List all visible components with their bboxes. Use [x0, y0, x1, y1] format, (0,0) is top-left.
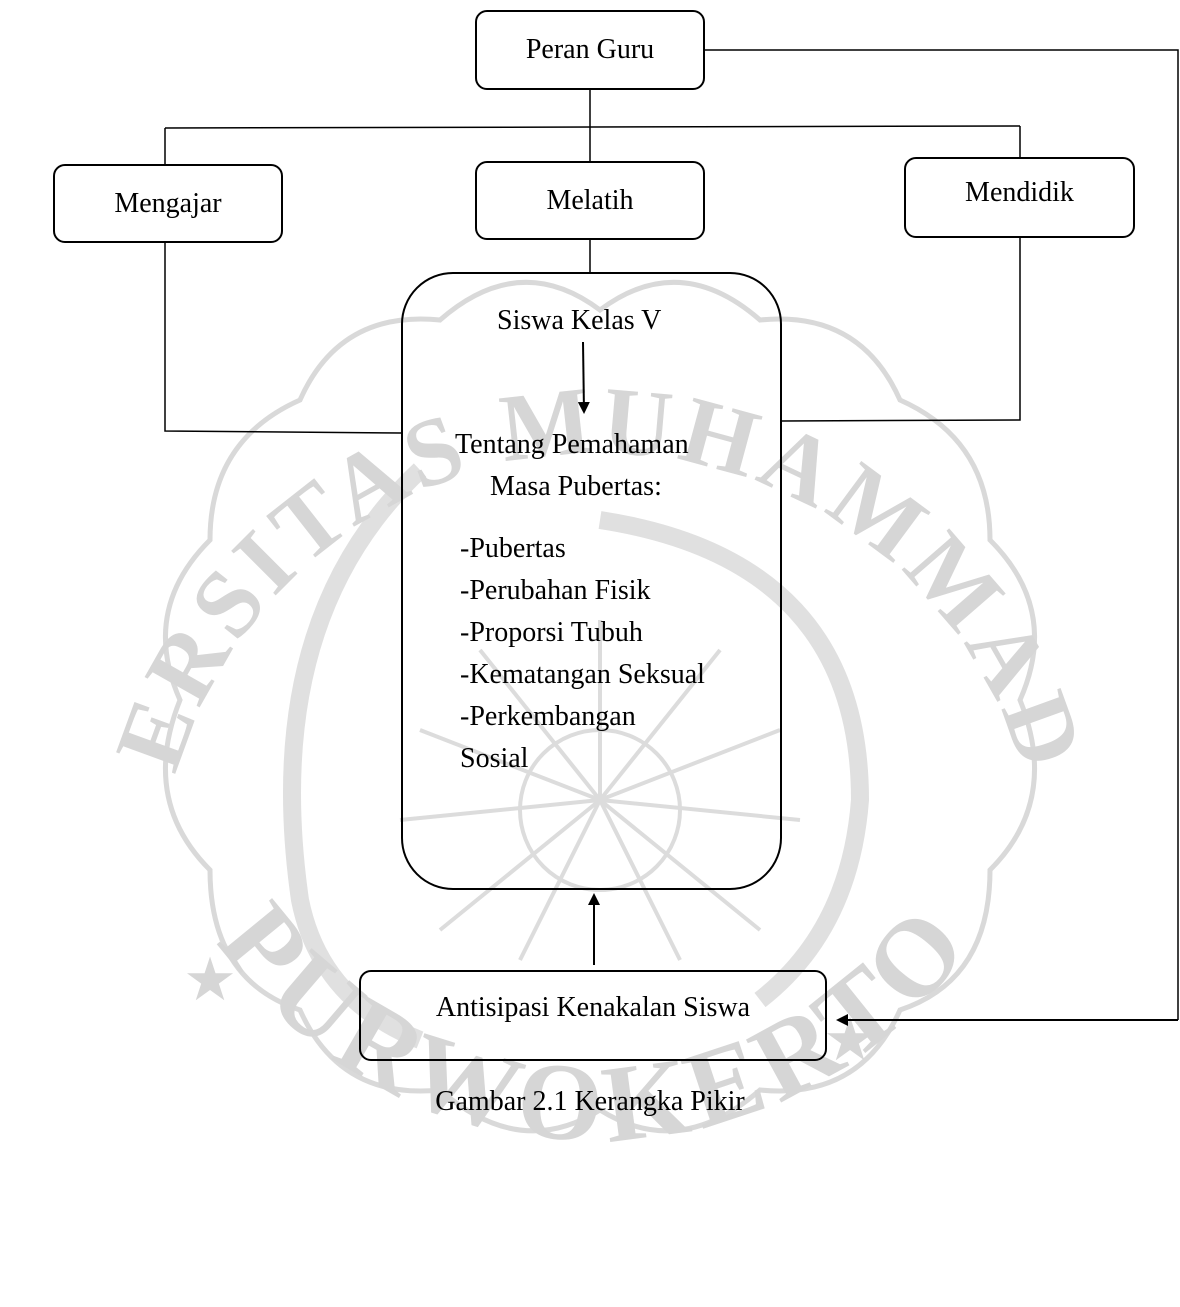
mendidik-label: Mendidik	[965, 177, 1074, 208]
mengajar-label: Mengajar	[114, 187, 222, 219]
peran-guru-box: Peran Guru	[475, 10, 705, 90]
arrow-subject-to-topic	[577, 341, 590, 414]
list-item: -Perubahan Fisik	[460, 575, 651, 606]
list-item: -Proporsi Tubuh	[460, 617, 643, 648]
list-item: Sosial	[460, 743, 529, 774]
topic-line-1: Tentang Pemahaman	[455, 429, 689, 460]
antisipasi-label: Antisipasi Kenakalan Siswa	[435, 992, 751, 1023]
line-right-loop	[705, 49, 1179, 1020]
seal-border	[162, 279, 1038, 1134]
siswa-center-box	[401, 272, 782, 890]
star-left-icon: ★	[183, 945, 237, 1015]
topic-line-2: Masa Pubertas:	[490, 471, 662, 502]
laurel-left	[283, 463, 427, 1049]
topic-list: -Pubertas -Perubahan Fisik -Proporsi Tub…	[460, 528, 705, 780]
seal-center	[518, 728, 682, 892]
antisipasi-box: Antisipasi Kenakalan Siswa	[359, 970, 827, 1061]
list-item: -Pubertas	[460, 533, 566, 564]
melatih-box: Melatih	[475, 161, 705, 240]
star-right-icon: ★	[823, 1005, 877, 1075]
mendidik-box: Mendidik	[904, 157, 1135, 238]
line-horizontal-bar	[164, 125, 1021, 129]
mengajar-box: Mengajar	[53, 164, 283, 243]
seal-rays	[399, 620, 801, 961]
laurel-right	[598, 511, 870, 1008]
figure-caption: Gambar 2.1 Kerangka Pikir	[435, 1086, 745, 1117]
line-mengajar-to-center	[164, 243, 402, 434]
peran-guru-label: Peran Guru	[525, 34, 655, 65]
line-mendidik-to-center	[781, 238, 1021, 422]
list-item: -Perkembangan	[460, 701, 636, 732]
subject-label: Siswa Kelas V	[497, 305, 662, 336]
list-item: -Kematangan Seksual	[460, 659, 705, 690]
melatih-label: Melatih	[546, 184, 634, 216]
